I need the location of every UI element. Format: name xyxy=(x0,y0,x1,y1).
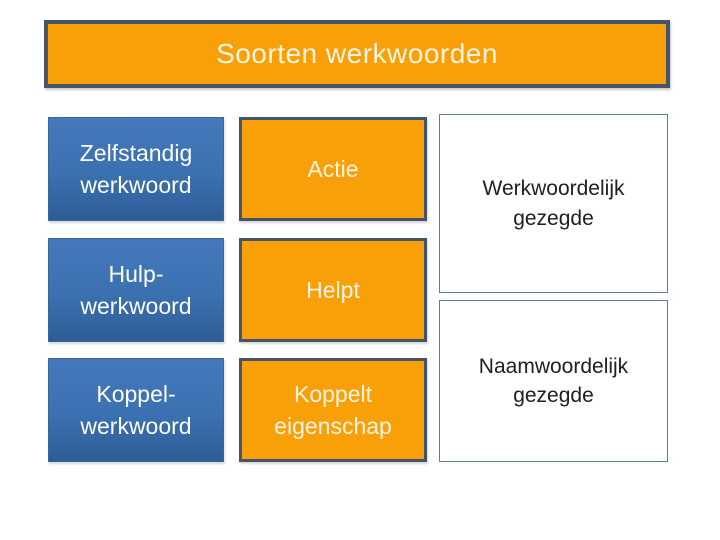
verb-type-box-zelfstandig: Zelfstandig werkwoord xyxy=(48,117,224,221)
function-box-helpt: Helpt xyxy=(239,238,427,342)
verb-type-box-koppel: Koppel- werkwoord xyxy=(48,358,224,462)
predicate-box-naamwoordelijk-gezegde: Naamwoordelijk gezegde xyxy=(439,300,668,462)
slide-title: Soorten werkwoorden xyxy=(216,38,498,69)
function-box-koppelt-eigenschap: Koppelt eigenschap xyxy=(239,358,427,462)
function-box-actie: Actie xyxy=(239,117,427,221)
predicate-box-werkwoordelijk-gezegde: Werkwoordelijk gezegde xyxy=(439,114,668,293)
verb-type-box-hulp: Hulp- werkwoord xyxy=(48,238,224,342)
title-banner: Soorten werkwoorden xyxy=(44,20,670,88)
